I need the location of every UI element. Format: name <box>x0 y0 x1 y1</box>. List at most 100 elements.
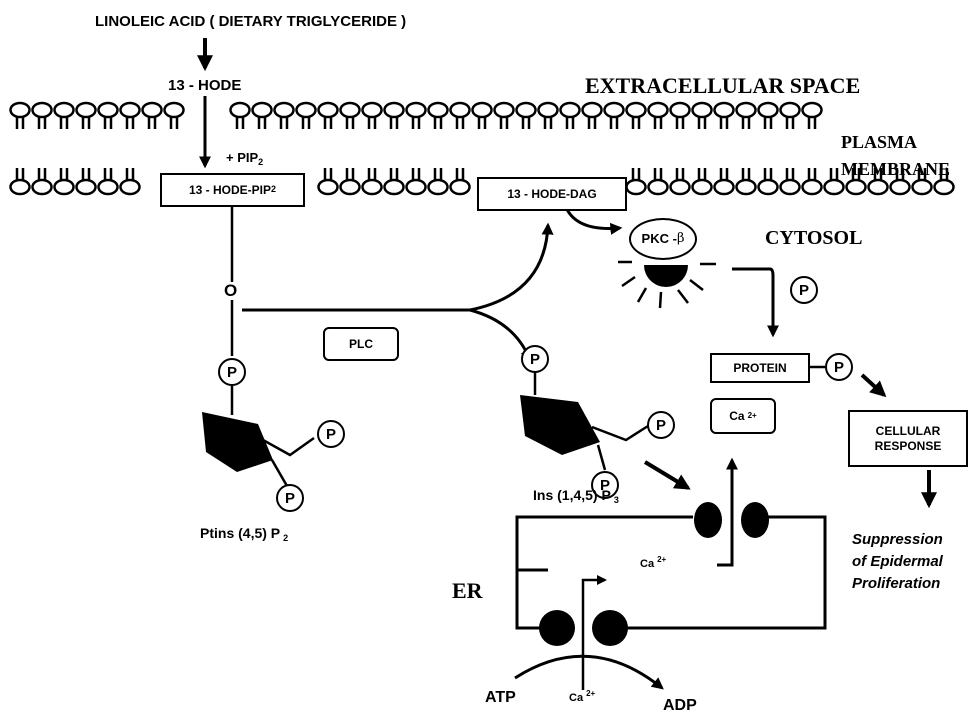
arrow-ip3-to-er <box>645 462 688 488</box>
lower-phospholipid-head <box>627 180 646 194</box>
upper-phospholipid-head <box>561 103 580 117</box>
lower-phospholipid-head <box>869 180 888 194</box>
adp-label: ADP <box>663 698 697 714</box>
atp-label: ATP <box>485 690 516 706</box>
arrow-to-dag <box>470 225 548 310</box>
lower-phospholipid-head <box>11 180 30 194</box>
upper-phospholipid-head <box>517 103 536 117</box>
lower-phospholipid-head <box>847 180 866 194</box>
upper-phospholipid-head <box>99 103 118 117</box>
pip2-label-main: + PIP <box>226 150 258 165</box>
cellular-response-line-2: RESPONSE <box>875 439 942 454</box>
ip3-ring-bond-5 <box>598 445 605 470</box>
protein-box: PROTEIN <box>710 353 810 383</box>
er-membrane-right <box>624 517 825 628</box>
plasma-label: PLASMA <box>841 133 917 151</box>
ins-label-main: Ins (1,4,5) P <box>533 487 611 503</box>
er-membrane-top <box>517 517 693 570</box>
oxygen-label: O <box>224 282 237 299</box>
upper-phospholipid-head <box>803 103 822 117</box>
lower-phospholipid-head <box>363 180 382 194</box>
upper-phospholipid-head <box>671 103 690 117</box>
lower-phospholipid-head <box>935 180 954 194</box>
lower-phospholipid-head <box>913 180 932 194</box>
phosphate-ptins-5: P <box>276 484 304 512</box>
ip3-receptor-channel-left <box>694 502 722 538</box>
upper-phospholipid-head <box>11 103 30 117</box>
upper-phospholipid-head <box>605 103 624 117</box>
pkc-beta-enzyme: PKC - β <box>629 218 697 260</box>
phosphate-protein: P <box>825 353 853 381</box>
upper-phospholipid-head <box>473 103 492 117</box>
lower-phospholipid-head <box>429 180 448 194</box>
upper-phospholipid-head <box>55 103 74 117</box>
upper-phospholipid-head <box>759 103 778 117</box>
ip3-receptor-channel-right <box>741 502 769 538</box>
lower-phospholipid-head <box>407 180 426 194</box>
ptins-label-main: Ptins (4,5) P <box>200 525 280 541</box>
lower-phospholipid-head <box>77 180 96 194</box>
upper-phospholipid-head <box>385 103 404 117</box>
suppression-label-line-1: Suppression <box>852 532 943 547</box>
upper-phospholipid-head <box>275 103 294 117</box>
ptins-inositol-ring <box>202 412 273 472</box>
upper-phospholipid-head <box>341 103 360 117</box>
upper-phospholipid-head <box>451 103 470 117</box>
lower-phospholipid-head <box>33 180 52 194</box>
upper-phospholipid-head <box>429 103 448 117</box>
arrow-pkc-to-protein <box>732 269 773 335</box>
ca-bottom-sup: 2+ <box>586 689 595 698</box>
ptins-ring-bond-5 <box>272 460 287 486</box>
lower-phospholipid-head <box>759 180 778 194</box>
lower-phospholipid-head <box>319 180 338 194</box>
upper-membrane-leaflet <box>11 103 822 129</box>
calcium-box-sup: 2+ <box>748 411 757 421</box>
ip3-ring-bond-4 <box>592 426 648 440</box>
hode-dag-box: 13 - HODE-DAG <box>477 177 627 211</box>
ca-pump-left <box>539 610 575 646</box>
lower-phospholipid-head <box>671 180 690 194</box>
ca-er-main: Ca <box>640 558 654 570</box>
lower-phospholipid-head <box>825 180 844 194</box>
phosphate-ip3-1: P <box>521 345 549 373</box>
ptins-label-sub: 2 <box>283 533 288 543</box>
hode-pip2-box-main: 13 - HODE-PIP <box>189 183 271 198</box>
pip2-label: + PIP2 <box>226 151 263 167</box>
pkc-beta-greek: β <box>677 231 685 247</box>
linoleic-acid-label: LINOLEIC ACID ( DIETARY TRIGLYCERIDE ) <box>95 14 406 29</box>
phosphate-ptins-1: P <box>218 358 246 386</box>
lower-phospholipid-head <box>121 180 140 194</box>
lower-phospholipid-head <box>55 180 74 194</box>
lower-phospholipid-head <box>99 180 118 194</box>
arrow-protein-to-response <box>862 375 884 395</box>
lower-phospholipid-head <box>693 180 712 194</box>
extracellular-space-label: EXTRACELLULAR SPACE <box>585 75 860 97</box>
phosphate-ptins-4: P <box>317 420 345 448</box>
pkc-beta-main: PKC - <box>642 231 677 247</box>
upper-phospholipid-head <box>165 103 184 117</box>
suppression-label-line-2: of Epidermal <box>852 554 943 569</box>
suppression-label-line-3: Proliferation <box>852 576 940 591</box>
upper-phospholipid-head <box>495 103 514 117</box>
lower-phospholipid-head <box>649 180 668 194</box>
er-label: ER <box>452 580 483 602</box>
upper-phospholipid-head <box>143 103 162 117</box>
ptins-ring-bond-4 <box>263 438 314 455</box>
upper-phospholipid-head <box>319 103 338 117</box>
upper-phospholipid-head <box>363 103 382 117</box>
pkc-active-dome <box>644 265 688 287</box>
hode-pip2-box-sub: 2 <box>271 184 276 195</box>
lower-phospholipid-head <box>341 180 360 194</box>
ca-er-sup: 2+ <box>657 555 666 564</box>
cytosol-label: CYTOSOL <box>765 228 862 248</box>
upper-phospholipid-head <box>33 103 52 117</box>
upper-phospholipid-head <box>693 103 712 117</box>
lower-phospholipid-head <box>715 180 734 194</box>
cellular-response-box: CELLULAR RESPONSE <box>848 410 968 467</box>
upper-phospholipid-head <box>715 103 734 117</box>
